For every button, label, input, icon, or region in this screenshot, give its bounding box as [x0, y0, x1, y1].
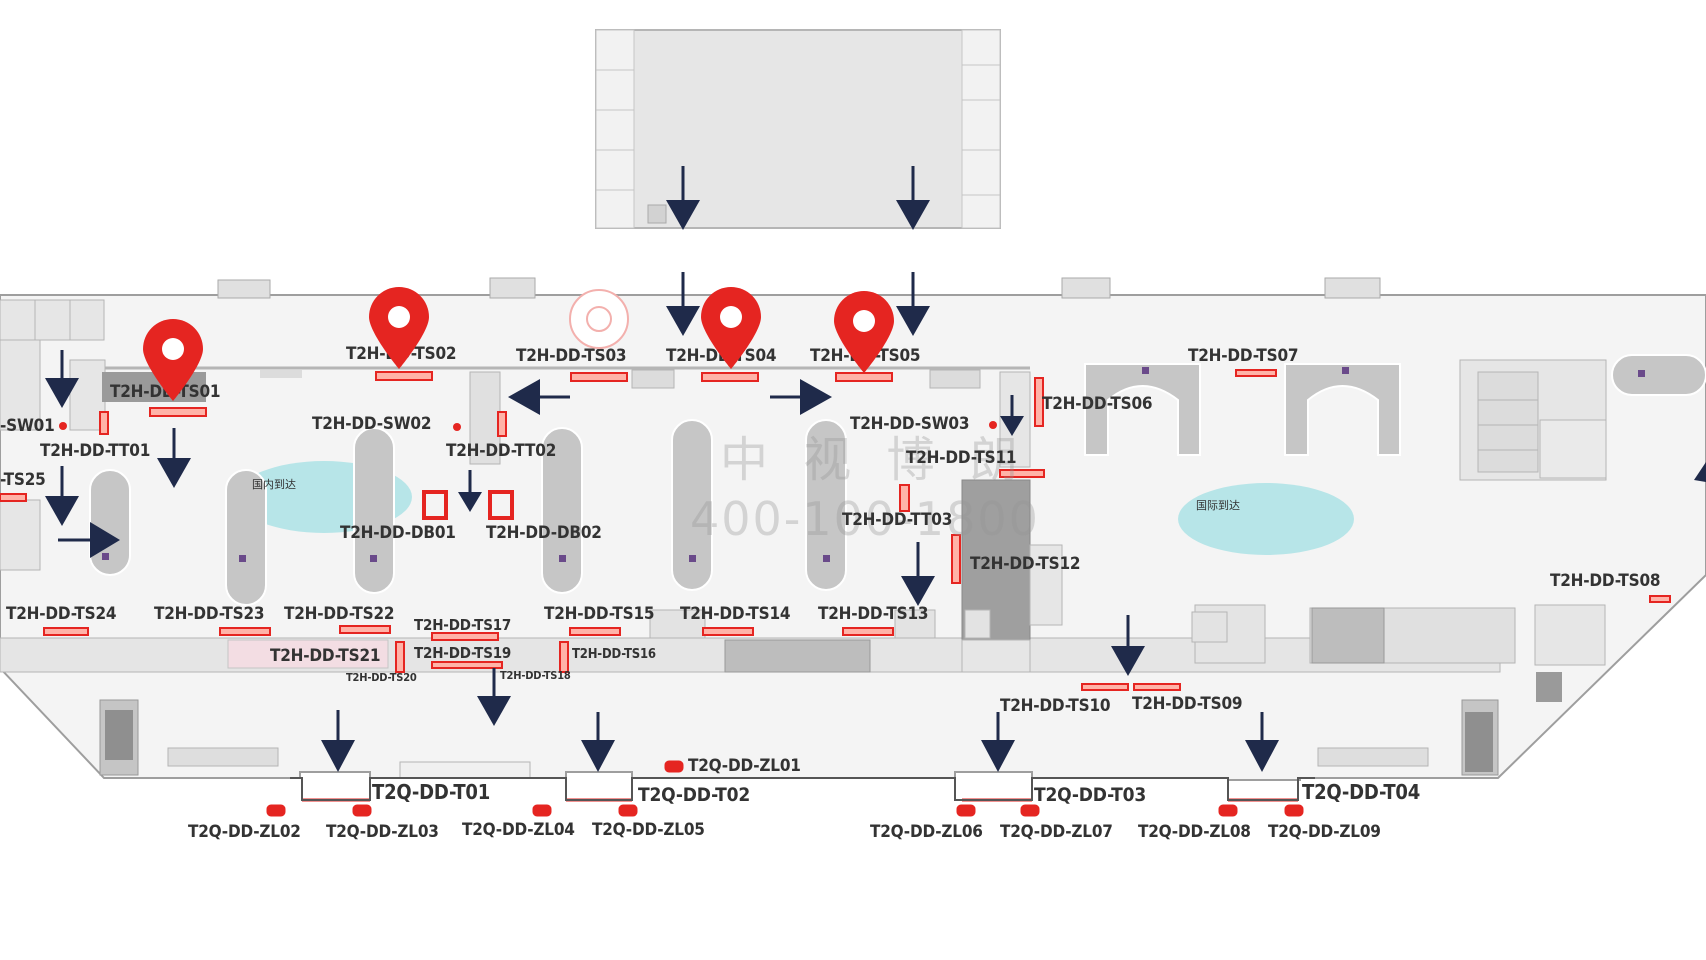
ad-spot — [219, 627, 271, 636]
label-zl06[interactable]: T2Q-DD-ZL06 — [870, 822, 983, 842]
ad-spot — [842, 627, 894, 636]
label-zl04[interactable]: T2Q-DD-ZL04 — [462, 820, 575, 840]
label-ts10[interactable]: T2H-DD-TS10 — [1000, 696, 1111, 716]
label-ts08[interactable]: T2H-DD-TS08 — [1550, 571, 1661, 591]
ad-spot — [0, 493, 27, 502]
carousel — [671, 419, 713, 591]
ad-spot — [1133, 683, 1181, 691]
label-ts17[interactable]: T2H-DD-TS17 — [414, 616, 512, 634]
label-sw03[interactable]: T2H-DD-SW03 — [850, 414, 970, 434]
label-t01[interactable]: T2Q-DD-T01 — [372, 780, 491, 804]
label-ts20[interactable]: T2H-DD-TS20 — [346, 671, 417, 684]
main-hall — [0, 277, 1706, 781]
label-zl08[interactable]: T2Q-DD-ZL08 — [1138, 822, 1251, 842]
label-db02[interactable]: T2H-DD-DB02 — [486, 523, 602, 543]
label-ts07[interactable]: T2H-DD-TS07 — [1188, 346, 1299, 366]
ad-spot — [395, 641, 405, 673]
map-pin-icon[interactable] — [565, 285, 633, 371]
carousel — [1284, 363, 1401, 456]
label-ts23[interactable]: T2H-DD-TS23 — [154, 604, 265, 624]
label-zl03[interactable]: T2Q-DD-ZL03 — [326, 822, 439, 842]
carousel — [541, 427, 583, 594]
ad-spot — [1649, 595, 1671, 603]
ad-spot — [1034, 377, 1044, 427]
label-zl01[interactable]: T2Q-DD-ZL01 — [688, 756, 801, 776]
label-ts18[interactable]: T2H-DD-TS18 — [500, 669, 571, 682]
ad-spot — [559, 641, 569, 673]
label-ts25[interactable]: -TS25 — [0, 470, 46, 490]
label-ts22[interactable]: T2H-DD-TS22 — [284, 604, 395, 624]
zone-label-domestic: 国内到达 — [252, 478, 296, 491]
label-ts15[interactable]: T2H-DD-TS15 — [544, 604, 655, 624]
direction-arrows — [45, 166, 1706, 772]
map-pin-icon[interactable] — [830, 289, 898, 375]
label-t03[interactable]: T2Q-DD-T03 — [1034, 784, 1147, 806]
label-sw01[interactable]: -SW01 — [0, 416, 55, 436]
carousel — [225, 469, 267, 606]
label-tt02[interactable]: T2H-DD-TT02 — [446, 441, 557, 461]
ad-spot — [570, 372, 628, 382]
ad-spots — [0, 369, 1671, 691]
ad-spot — [1235, 369, 1277, 377]
zone-label-international: 国际到达 — [1196, 499, 1240, 512]
label-ts19[interactable]: T2H-DD-TS19 — [414, 644, 512, 662]
label-t02[interactable]: T2Q-DD-T02 — [638, 784, 751, 806]
label-ts14[interactable]: T2H-DD-TS14 — [680, 604, 791, 624]
label-ts01[interactable]: T2H-DD-TS01 — [110, 382, 221, 402]
baggage-carousels — [89, 354, 1706, 606]
ad-spot — [43, 627, 89, 636]
label-zl09[interactable]: T2Q-DD-ZL09 — [1268, 822, 1381, 842]
carousel — [1084, 363, 1201, 456]
label-zl02[interactable]: T2Q-DD-ZL02 — [188, 822, 301, 842]
ad-spot — [488, 490, 514, 520]
map-pin-icon[interactable] — [139, 317, 207, 403]
carousel — [89, 469, 131, 576]
ad-spot — [951, 534, 961, 584]
ad-spot — [999, 469, 1045, 478]
carousel — [805, 419, 847, 591]
label-ts09[interactable]: T2H-DD-TS09 — [1132, 694, 1243, 714]
label-ts13[interactable]: T2H-DD-TS13 — [818, 604, 929, 624]
label-ts24[interactable]: T2H-DD-TS24 — [6, 604, 117, 624]
label-tt03[interactable]: T2H-DD-TT03 — [842, 510, 953, 530]
ad-spot — [702, 627, 754, 636]
carousel — [1611, 354, 1706, 396]
ad-spot — [899, 484, 910, 512]
ad-spot — [431, 661, 503, 669]
ad-spot — [375, 371, 433, 381]
map-pin-icon[interactable] — [365, 285, 433, 371]
label-t04[interactable]: T2Q-DD-T04 — [1302, 780, 1421, 804]
ad-spot — [149, 407, 207, 417]
label-sw02[interactable]: T2H-DD-SW02 — [312, 414, 432, 434]
label-zl05[interactable]: T2Q-DD-ZL05 — [592, 820, 705, 840]
ad-spot — [497, 411, 507, 437]
ad-spot — [339, 625, 391, 634]
map-pin-icon[interactable] — [697, 285, 765, 371]
ad-spot — [701, 372, 759, 382]
label-ts11[interactable]: T2H-DD-TS11 — [906, 448, 1017, 468]
label-ts21[interactable]: T2H-DD-TS21 — [270, 646, 381, 666]
label-zl07[interactable]: T2Q-DD-ZL07 — [1000, 822, 1113, 842]
ad-spot — [569, 627, 621, 636]
ad-spot — [1081, 683, 1129, 691]
ad-spot — [431, 632, 499, 641]
label-db01[interactable]: T2H-DD-DB01 — [340, 523, 456, 543]
label-ts03[interactable]: T2H-DD-TS03 — [516, 346, 627, 366]
ad-spot — [422, 490, 448, 520]
label-ts16[interactable]: T2H-DD-TS16 — [572, 647, 656, 662]
label-ts06[interactable]: T2H-DD-TS06 — [1042, 394, 1153, 414]
upper-annex — [595, 29, 1001, 229]
carousel — [353, 427, 395, 594]
label-tt01[interactable]: T2H-DD-TT01 — [40, 441, 151, 461]
label-ts12[interactable]: T2H-DD-TS12 — [970, 554, 1081, 574]
ad-spot — [99, 411, 109, 435]
